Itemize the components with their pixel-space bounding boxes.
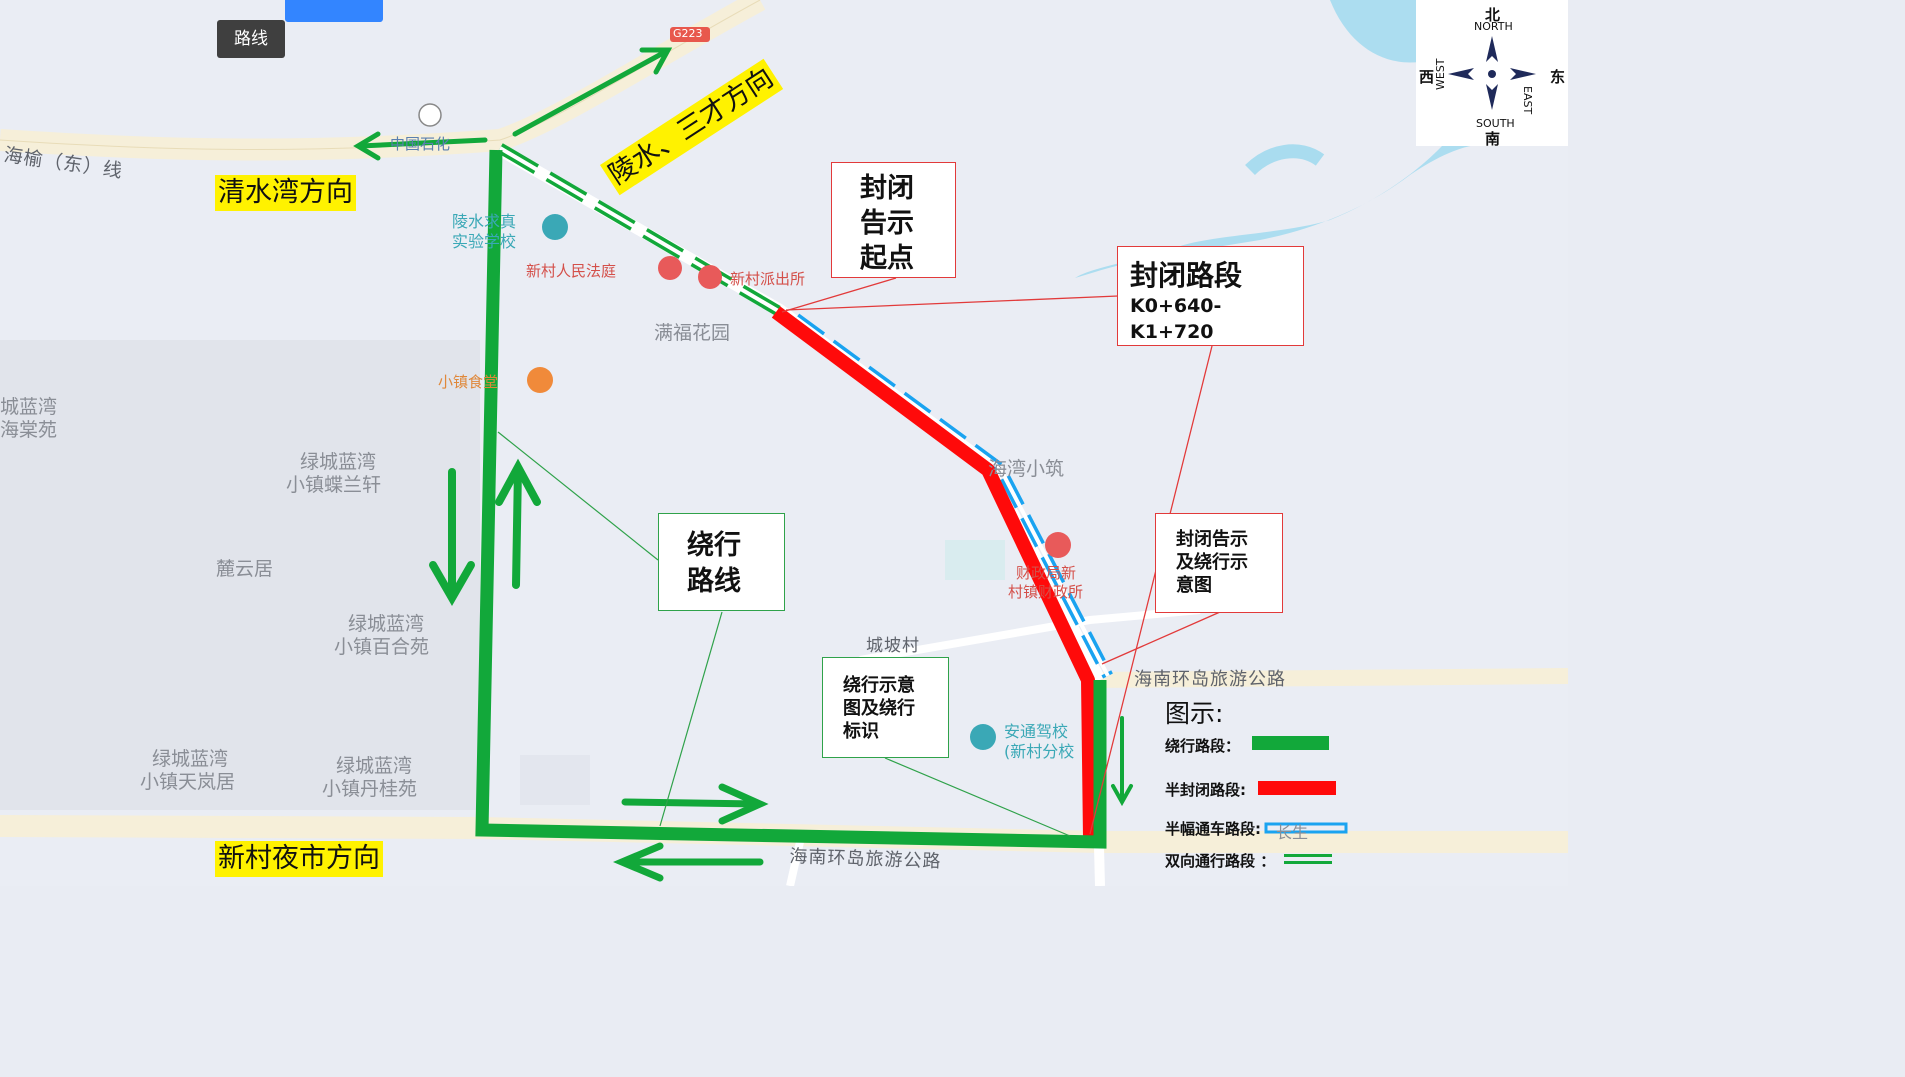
- legend-detour: 绕行路段：: [1165, 737, 1241, 755]
- callout-closure-start-line3: 起点: [860, 243, 914, 274]
- sinopec-label: 中国石化: [390, 135, 451, 153]
- g223-label: G223: [673, 27, 703, 40]
- compass-south-zh: 南: [1485, 130, 1501, 148]
- direction-qingshuiwan: 清水湾方向: [215, 175, 356, 211]
- compass-north-en: NORTH: [1474, 20, 1513, 33]
- baihe-label-2: 小镇百合苑: [334, 636, 430, 658]
- dielan-label-2: 小镇蝶兰轩: [286, 474, 382, 496]
- baihe-label-1: 绿城蓝湾: [348, 613, 425, 635]
- legend-swatch-half-width: [1264, 822, 1348, 834]
- arrow-up-left: [495, 458, 541, 589]
- callout-lines-red: [781, 277, 1221, 835]
- antong-label-1: 安通驾校: [1004, 722, 1069, 741]
- compass-south-en: SOUTH: [1476, 117, 1515, 130]
- arrow-west-ring: [612, 842, 764, 882]
- compass-east-zh: 东: [1550, 68, 1566, 86]
- ring-road-label-east: 海南环岛旅游公路: [1134, 669, 1286, 690]
- residential-block-left: [0, 340, 480, 810]
- school-label-1: 陵水求真: [452, 212, 517, 231]
- driving-school-icon: [970, 724, 996, 750]
- callout-closed-section: 封闭路段 K0+640-K1+720: [1117, 246, 1304, 346]
- legend-swatch-detour: [1252, 736, 1329, 750]
- callout-closure-start: 封闭 告示 起点: [831, 162, 956, 278]
- dielan-label-1: 绿城蓝湾: [300, 451, 377, 473]
- legend-half-width: 半幅通车路段:: [1165, 820, 1261, 838]
- closed-section-title: 封闭路段: [1130, 259, 1243, 292]
- compass-north-zh: 北: [1485, 6, 1501, 24]
- detour-diagram-line3: 标识: [843, 721, 879, 742]
- police-icon: [698, 265, 722, 289]
- search-button[interactable]: [285, 0, 383, 22]
- map-canvas[interactable]: [0, 0, 1568, 886]
- manfu-label: 满福花园: [654, 322, 731, 344]
- legend-half-closed: 半封闭路段:: [1165, 781, 1246, 799]
- green-area: [945, 540, 1005, 580]
- arrow-down-left: [429, 468, 475, 607]
- tiangang-label-1: 绿城蓝湾: [152, 748, 229, 770]
- legend-swatch-half-closed: [1258, 781, 1336, 795]
- detour-diagram-line1: 绕行示意: [843, 675, 915, 696]
- haiwan-label: 海湾小筑: [988, 458, 1065, 480]
- ring-road-label-south: 海南环岛旅游公路: [789, 845, 942, 873]
- road-ring-east: [1094, 668, 1568, 688]
- callout-closure-start-line2: 告示: [860, 208, 914, 239]
- detour-route-line1: 绕行: [687, 530, 741, 561]
- detour-diagram-line2: 图及绕行: [843, 698, 915, 719]
- arrow-down-east: [1111, 716, 1133, 807]
- tiangang-label-2: 小镇天岚居: [140, 771, 236, 793]
- arrow-east-ring: [621, 783, 769, 825]
- luyun-label: 麓云居: [216, 558, 274, 580]
- finance-icon: [1045, 532, 1071, 558]
- school-label-2: 实验学校: [452, 232, 517, 251]
- court-label: 新村人民法庭: [526, 262, 617, 280]
- canteen-icon: [527, 367, 553, 393]
- gas-station-icon: [418, 103, 442, 127]
- closure-notice-line2: 及绕行示: [1176, 552, 1248, 573]
- detour-route: [475, 149, 1107, 849]
- dangui-label-1: 绿城蓝湾: [336, 755, 413, 777]
- map-stage: 路线 北 NORTH SOUTH 南 东 EAST 西 WEST 海榆（东）线 …: [0, 0, 1568, 886]
- legend-swatch-two-way-b: [1284, 861, 1332, 864]
- dangui-label-2: 小镇丹桂苑: [322, 778, 418, 800]
- compass-rose: 北 NORTH SOUTH 南 东 EAST 西 WEST: [1416, 0, 1568, 148]
- antong-label-2: (新村分校: [1004, 742, 1075, 761]
- callout-detour-diagram-signs: 绕行示意 图及绕行 标识: [822, 657, 949, 758]
- police-label: 新村派出所: [730, 270, 806, 288]
- compass-west-en: WEST: [1434, 58, 1447, 90]
- callout-closure-notice-diagram: 封闭告示 及绕行示 意图: [1155, 513, 1283, 613]
- route-tab[interactable]: 路线: [217, 20, 285, 58]
- changsheng-label: 长生: [1276, 823, 1309, 842]
- legend-swatch-two-way-a: [1284, 854, 1332, 857]
- chengpo-label: 城坡村: [866, 636, 920, 656]
- callout-lines-green: [497, 431, 1071, 837]
- compass-west-zh: 西: [1419, 68, 1435, 86]
- arrow-qingshuiwan: [353, 131, 488, 161]
- closed-segment: [771, 306, 1097, 839]
- lancheng-left-label-2: 海棠苑: [0, 419, 58, 441]
- arrow-lingshui: [512, 47, 673, 137]
- legend-title: 图示:: [1165, 699, 1224, 728]
- closure-notice-line1: 封闭告示: [1176, 529, 1248, 550]
- finance-label-1: 财政局新: [1016, 564, 1077, 582]
- callout-detour-route: 绕行 路线: [658, 513, 785, 611]
- closed-section-range: K0+640-K1+720: [1130, 295, 1222, 343]
- legend-two-way: 双向通行路段 ：: [1165, 852, 1276, 870]
- closure-notice-line3: 意图: [1176, 575, 1212, 596]
- direction-xincun: 新村夜市方向: [215, 841, 383, 877]
- g223-shield: [670, 27, 710, 42]
- finance-label-2: 村镇财政所: [1008, 583, 1084, 601]
- canteen-label: 小镇食堂: [438, 373, 499, 391]
- school-icon: [542, 214, 568, 240]
- lancheng-left-label-1: 城蓝湾: [0, 396, 58, 418]
- detour-route-line2: 路线: [687, 566, 741, 597]
- compass-east-en: EAST: [1521, 86, 1534, 115]
- court-icon: [658, 256, 682, 280]
- callout-closure-start-line1: 封闭: [860, 173, 914, 204]
